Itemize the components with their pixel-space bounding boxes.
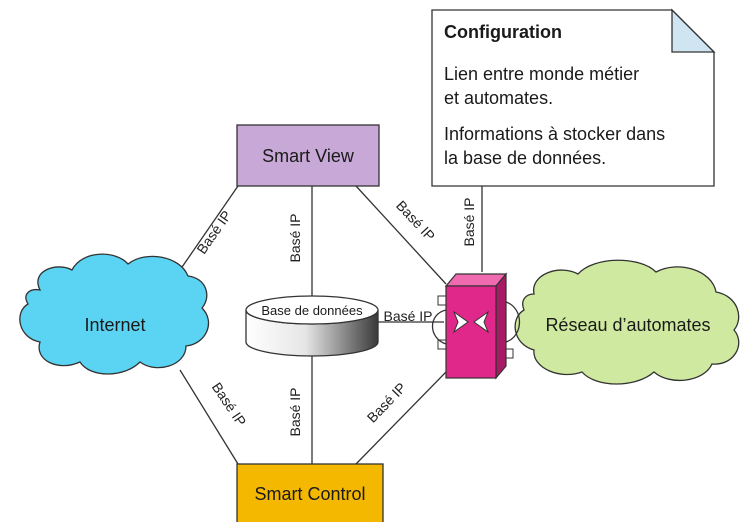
smart-control-label: Smart Control [254, 484, 365, 504]
smart-view-label: Smart View [262, 146, 355, 166]
line-internet-control [179, 369, 239, 465]
edge-label-note-router: Basé IP [461, 197, 477, 246]
edge-label-view-database: Basé IP [287, 213, 303, 262]
automates-cloud: Réseau d’automates [514, 259, 740, 385]
internet-cloud: Internet [19, 253, 210, 375]
database-label: Base de données [261, 303, 363, 318]
note-line-4: la base de données. [444, 148, 606, 168]
automates-cloud-shape [514, 259, 740, 385]
router-port-left-top [437, 295, 447, 306]
note-shape [431, 9, 715, 187]
line-router-control [355, 371, 447, 465]
automates-label: Réseau d’automates [545, 315, 710, 335]
smart-control-node: Smart Control [236, 463, 384, 522]
database-node: Base de données [245, 295, 379, 357]
router-ring-left [431, 309, 447, 345]
router-side-face [495, 272, 507, 380]
router-arrows-icon [452, 310, 490, 334]
configuration-note: Configuration Lien entre monde métier et… [431, 8, 716, 187]
router-port-left-bottom [437, 339, 447, 350]
note-line-3: Informations à stocker dans [444, 124, 665, 144]
internet-label: Internet [84, 315, 145, 335]
smart-control-box [236, 463, 384, 522]
internet-cloud-shape [19, 253, 210, 375]
edge-label-router-control: Basé IP [364, 379, 410, 425]
router-ring-right [505, 301, 520, 343]
smart-view-box [236, 124, 380, 187]
line-view-router [355, 185, 447, 285]
note-line-1: Lien entre monde métier [444, 64, 639, 84]
edge-label-internet-control: Basé IP [209, 379, 250, 429]
database-top [245, 295, 379, 325]
line-view-internet [179, 185, 239, 271]
note-fold [671, 8, 716, 53]
edge-label-database-control: Basé IP [287, 387, 303, 436]
connections [179, 185, 483, 465]
edge-label-view-router: Basé IP [393, 197, 438, 244]
edge-label-view-internet: Basé IP [193, 207, 234, 256]
note-line-2: et automates. [444, 88, 553, 108]
smart-view-node: Smart View [236, 124, 380, 187]
edge-label-database-router: Basé IP [383, 308, 432, 324]
router-node [431, 272, 520, 380]
note-title: Configuration [444, 22, 562, 42]
